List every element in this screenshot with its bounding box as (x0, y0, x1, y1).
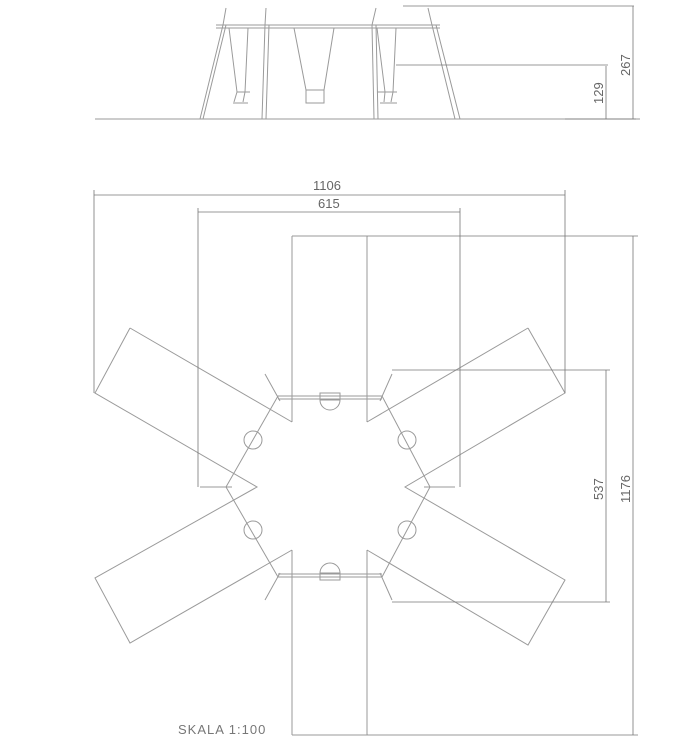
safety-zones-left (94, 327, 293, 644)
swing-seat-right (376, 27, 397, 104)
top-beam (216, 24, 440, 29)
nest-swing (293, 27, 335, 104)
frame-legs-plan (200, 373, 455, 601)
dim-615: 615 (318, 196, 340, 211)
safety-zone-top-bottom (291, 235, 368, 736)
swing-seats-plan (243, 392, 417, 581)
dim-1106: 1106 (313, 178, 341, 193)
dim-129: 129 (591, 82, 606, 104)
safety-zones-right (366, 327, 566, 646)
elevation-dimension-lines (396, 5, 636, 120)
dim-1176: 1176 (618, 475, 633, 503)
dim-537: 537 (591, 478, 606, 500)
swing-seat-left (228, 27, 250, 104)
scale-label: SKALA 1:100 (178, 722, 267, 737)
dim-267: 267 (618, 54, 633, 76)
plan-view: 1106 615 537 1176 (93, 178, 638, 736)
plan-dimension-lines (93, 190, 638, 736)
side-elevation: 129 267 (95, 5, 640, 120)
